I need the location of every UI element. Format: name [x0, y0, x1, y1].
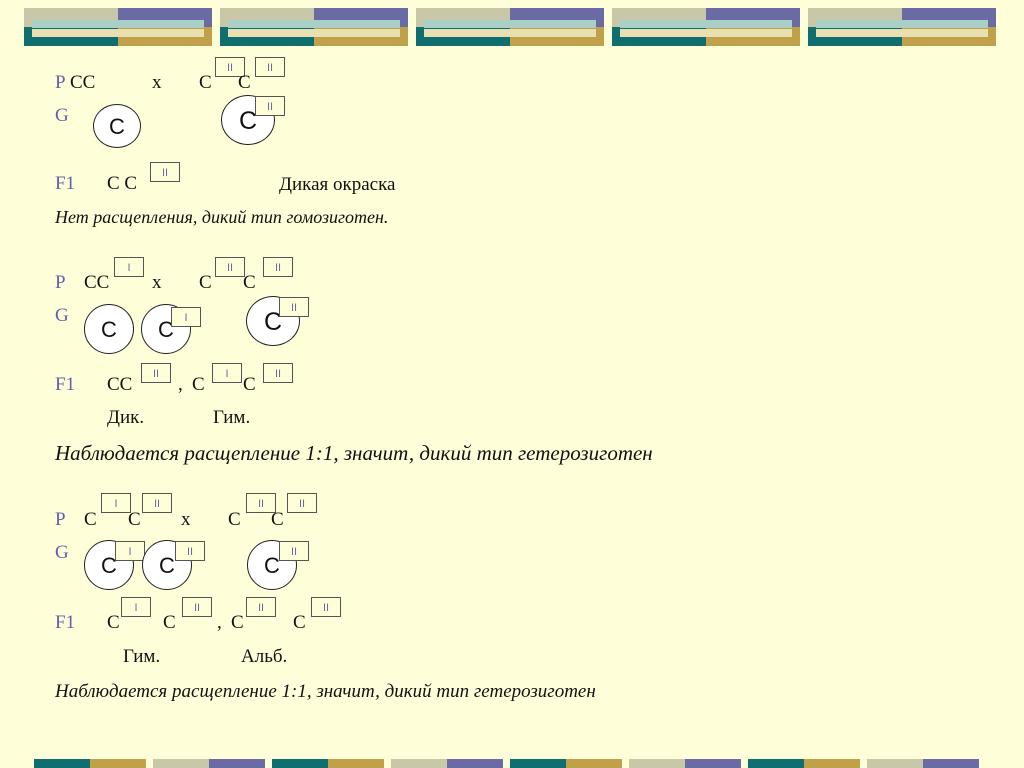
footer-block	[748, 759, 860, 768]
phenotype-label: Дик.	[107, 407, 145, 428]
superscript-box: II	[175, 541, 205, 561]
p-label: P	[55, 272, 66, 293]
header-block	[24, 8, 212, 46]
parent-allele: C	[238, 72, 251, 93]
phenotype-wild: Дикая окраска	[279, 174, 396, 195]
superscript-box: II	[279, 541, 309, 561]
footer-block	[510, 759, 622, 768]
cross-symbol: x	[181, 509, 191, 530]
conclusion-text: Наблюдается расщепление 1:1, значит, дик…	[55, 441, 653, 465]
footer-block	[391, 759, 503, 768]
superscript-box: I	[114, 257, 144, 277]
f1-label: F1	[55, 374, 76, 395]
superscript-box: II	[279, 297, 309, 317]
parent-allele: C	[199, 72, 212, 93]
superscript-box: II	[141, 363, 171, 383]
f1-genotype: C C	[107, 173, 138, 194]
f1-allele: C	[107, 612, 120, 633]
parent-allele: C	[243, 272, 256, 293]
conclusion-text: Нет расщепления, дикий тип гомозиготен.	[55, 207, 389, 227]
superscript-box: II	[263, 363, 293, 383]
g-label: G	[55, 542, 69, 563]
f1-allele: C	[231, 612, 244, 633]
superscript-box: II	[246, 597, 276, 617]
f1-label: F1	[55, 612, 76, 633]
superscript-box: II	[182, 597, 212, 617]
footer-block	[867, 759, 979, 768]
parent-allele: C	[84, 509, 97, 530]
phenotype-label: Гим.	[213, 407, 251, 428]
parent-allele: C	[199, 272, 212, 293]
conclusion-text: Наблюдается расщепление 1:1, значит, дик…	[55, 681, 596, 702]
parent-genotype-left: CC	[84, 272, 110, 293]
phenotype-label: Альб.	[241, 646, 288, 667]
superscript-box: I	[121, 597, 151, 617]
comma: ,	[178, 374, 183, 395]
cross-symbol: x	[152, 72, 162, 93]
header-block	[808, 8, 996, 46]
parent-allele: C	[271, 509, 284, 530]
parent-allele: C	[128, 509, 141, 530]
gamete-circle: C	[84, 304, 134, 354]
footer-block	[272, 759, 384, 768]
p-label: P	[55, 509, 66, 530]
gamete-circle: C	[93, 104, 141, 148]
header-block	[416, 8, 604, 46]
superscript-box: I	[171, 307, 201, 327]
parent-allele: C	[228, 509, 241, 530]
superscript-box: II	[255, 57, 285, 77]
footer-block	[153, 759, 265, 768]
superscript-box: II	[215, 257, 245, 277]
cross-symbol: x	[152, 272, 162, 293]
g-label: G	[55, 305, 69, 326]
superscript-box: I	[115, 541, 145, 561]
g-label: G	[55, 105, 69, 126]
p-label: P	[55, 72, 66, 93]
superscript-box: II	[263, 257, 293, 277]
f1-allele: C	[163, 612, 176, 633]
superscript-box: I	[212, 363, 242, 383]
header-block	[612, 8, 800, 46]
superscript-box: II	[150, 162, 180, 182]
f1-genotype: CC	[107, 374, 133, 395]
superscript-box: II	[215, 57, 245, 77]
comma: ,	[217, 612, 222, 633]
superscript-box: II	[311, 597, 341, 617]
f1-allele: C	[293, 612, 306, 633]
phenotype-label: Гим.	[123, 646, 161, 667]
superscript-box: II	[255, 96, 285, 116]
superscript-box: I	[101, 493, 131, 513]
parent-genotype-left: CC	[70, 72, 96, 93]
f1-allele: C	[243, 374, 256, 395]
superscript-box: II	[142, 493, 172, 513]
footer-block	[34, 759, 146, 768]
f1-allele: C	[192, 374, 205, 395]
superscript-box: II	[246, 493, 276, 513]
f1-label: F1	[55, 173, 76, 194]
superscript-box: II	[287, 493, 317, 513]
header-block	[220, 8, 408, 46]
footer-block	[629, 759, 741, 768]
